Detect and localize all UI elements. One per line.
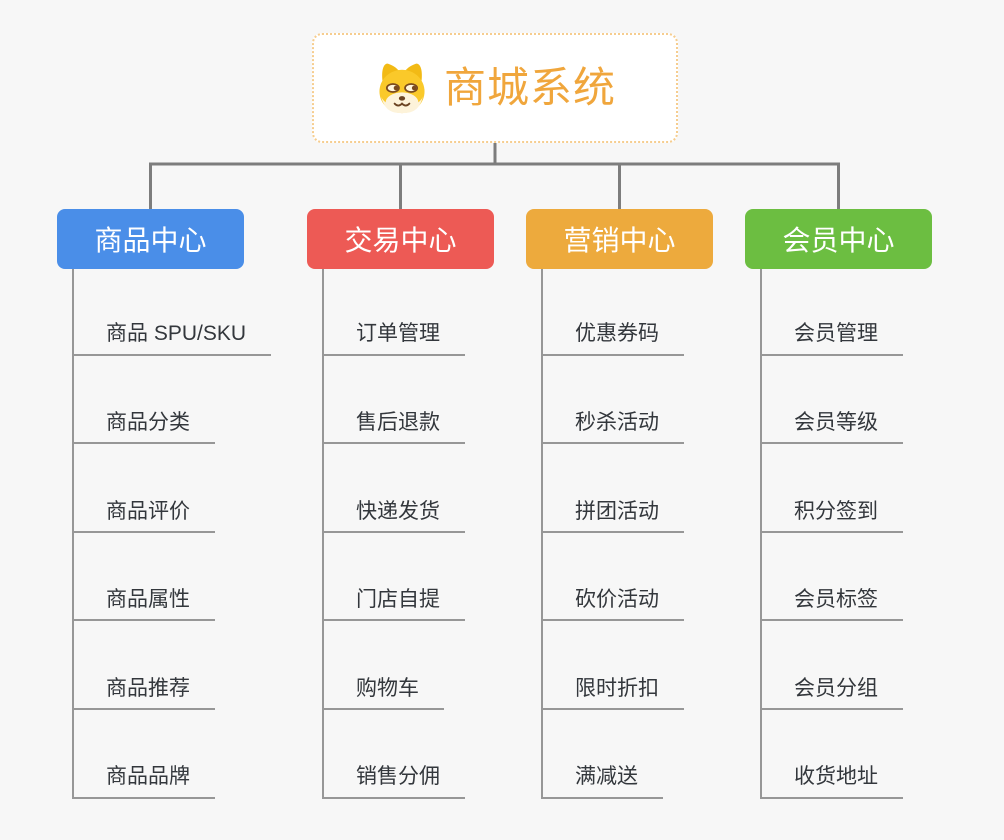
branch-header-member-center[interactable]: 会员中心 <box>745 209 932 269</box>
tree-node[interactable]: 积分签到 <box>762 444 903 533</box>
tree-node-label: 优惠券码 <box>543 322 684 356</box>
tree-node[interactable]: 订单管理 <box>324 267 465 356</box>
tree-node-label: 会员标签 <box>762 588 903 622</box>
tree-node-label: 会员分组 <box>762 677 903 710</box>
tree-node-label: 商品推荐 <box>74 677 215 710</box>
tree-node[interactable]: 商品品牌 <box>74 710 271 799</box>
tree-node[interactable]: 拼团活动 <box>543 444 684 533</box>
tree-node[interactable]: 门店自提 <box>324 533 465 622</box>
tree-node-label: 商品 SPU/SKU <box>74 322 272 356</box>
root-title: 商城系统 <box>443 64 616 111</box>
tree-node[interactable]: 满减送 <box>543 710 684 799</box>
tree-node-label: 收货地址 <box>762 765 903 799</box>
root-node-mall-system[interactable]: 商城系统 <box>312 33 678 143</box>
tree-node-label: 销售分佣 <box>324 765 465 799</box>
tree-node-label: 商品评价 <box>74 500 215 533</box>
tree-node-label: 快递发货 <box>324 500 465 533</box>
branch-header-product-center[interactable]: 商品中心 <box>57 209 244 269</box>
tree-node-label: 限时折扣 <box>543 677 684 710</box>
tree-node-label: 会员管理 <box>762 322 903 356</box>
tree-node[interactable]: 会员标签 <box>762 533 903 622</box>
tree-node[interactable]: 收货地址 <box>762 710 903 799</box>
tree-node[interactable]: 会员分组 <box>762 621 903 710</box>
tree-node[interactable]: 商品分类 <box>74 356 271 445</box>
tree-node[interactable]: 商品评价 <box>74 444 271 533</box>
branch-children-member-center: 会员管理 会员等级 积分签到 会员标签 会员分组 收货地址 <box>760 267 903 799</box>
tree-node[interactable]: 优惠券码 <box>543 267 684 356</box>
branch-children-marketing-center: 优惠券码 秒杀活动 拼团活动 砍价活动 限时折扣 满减送 <box>541 267 684 799</box>
branch-header-trade-center[interactable]: 交易中心 <box>307 209 494 269</box>
tree-node[interactable]: 商品属性 <box>74 533 271 622</box>
tree-node[interactable]: 购物车 <box>324 621 465 710</box>
branch-children-trade-center: 订单管理 售后退款 快递发货 门店自提 购物车 销售分佣 <box>322 267 465 799</box>
tree-node-label: 会员等级 <box>762 411 903 445</box>
tree-node[interactable]: 会员等级 <box>762 356 903 445</box>
tree-node-label: 满减送 <box>543 765 663 799</box>
tree-node-label: 商品属性 <box>74 588 215 622</box>
tree-node[interactable]: 销售分佣 <box>324 710 465 799</box>
dog-face-icon <box>379 63 425 114</box>
tree-node-label: 拼团活动 <box>543 500 684 533</box>
tree-node-label: 门店自提 <box>324 588 465 622</box>
tree-node[interactable]: 商品 SPU/SKU <box>74 267 272 356</box>
branch-children-product-center: 商品 SPU/SKU 商品分类 商品评价 商品属性 商品推荐 商品品牌 <box>72 267 272 799</box>
tree-node-label: 购物车 <box>324 677 444 710</box>
branch-header-marketing-center[interactable]: 营销中心 <box>526 209 713 269</box>
tree-node-label: 订单管理 <box>324 322 465 356</box>
tree-node[interactable]: 砍价活动 <box>543 533 684 622</box>
tree-node[interactable]: 限时折扣 <box>543 621 684 710</box>
tree-node[interactable]: 商品推荐 <box>74 621 271 710</box>
tree-node-label: 商品品牌 <box>74 765 215 799</box>
tree-node[interactable]: 售后退款 <box>324 356 465 445</box>
tree-node[interactable]: 会员管理 <box>762 267 903 356</box>
tree-node[interactable]: 快递发货 <box>324 444 465 533</box>
tree-node-label: 砍价活动 <box>543 588 684 622</box>
tree-node-label: 商品分类 <box>74 411 215 445</box>
tree-node[interactable]: 秒杀活动 <box>543 356 684 445</box>
tree-node-label: 积分签到 <box>762 500 903 533</box>
tree-node-label: 秒杀活动 <box>543 411 684 445</box>
tree-node-label: 售后退款 <box>324 411 465 445</box>
